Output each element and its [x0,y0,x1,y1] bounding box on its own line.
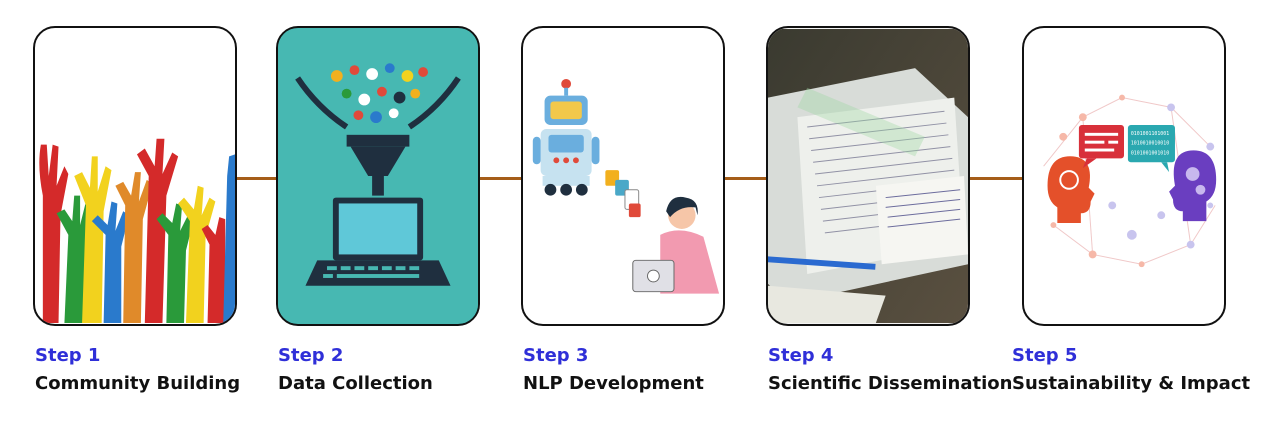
step3-label: Step 3 [523,345,589,366]
step1-label: Step 1 [35,345,101,366]
step5-label: Step 5 [1012,345,1078,366]
step5-title: Sustainability & Impact [1012,373,1251,394]
step3-image-card [521,26,725,326]
handwritten-papers-icon [768,28,968,324]
step4-image-card [766,26,970,326]
data-funnel-laptop-icon [278,28,478,324]
step4-label: Step 4 [768,345,834,366]
robot-translation-icon [532,78,720,294]
step1-title: Community Building [35,373,241,394]
binary-line-2: 1010010010010 [1131,141,1169,147]
step2-label: Step 2 [278,345,344,366]
step5-image-card: 0101001101001 1010010010010 010100100101… [1022,26,1226,326]
raised-hands-icon [39,138,235,324]
binary-line-1: 0101001101001 [1131,131,1169,137]
step2-title: Data Collection [278,373,433,394]
step2-image-card [276,26,480,326]
step3-title: NLP Development [523,373,704,394]
step1-image-card [33,26,237,326]
two-heads-communication-icon: 0101001101001 1010010010010 010100100101… [1043,94,1217,268]
step4-title: Scientific Dissemination [768,373,1013,394]
binary-line-3: 0101001001010 [1131,150,1169,156]
